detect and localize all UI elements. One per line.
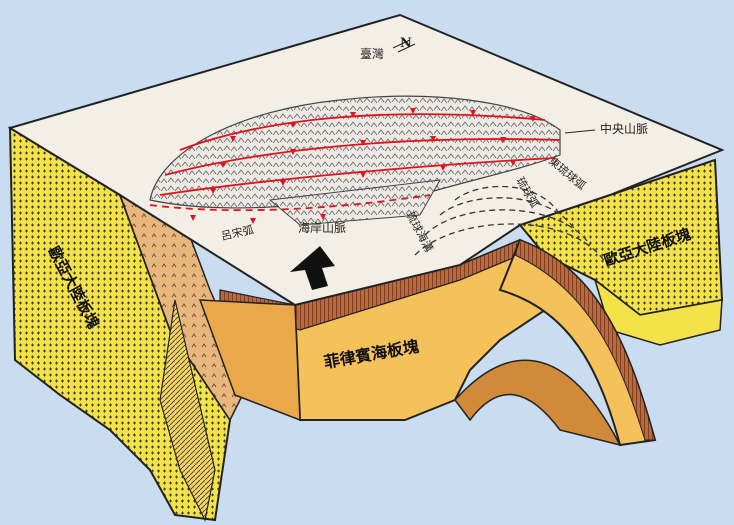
north-symbol: N bbox=[400, 36, 412, 51]
taiwan-label: 臺灣 bbox=[360, 46, 384, 61]
coastal-range-label: 海岸山脈 bbox=[298, 220, 346, 235]
central-range-label: 中央山脈 bbox=[600, 121, 648, 136]
